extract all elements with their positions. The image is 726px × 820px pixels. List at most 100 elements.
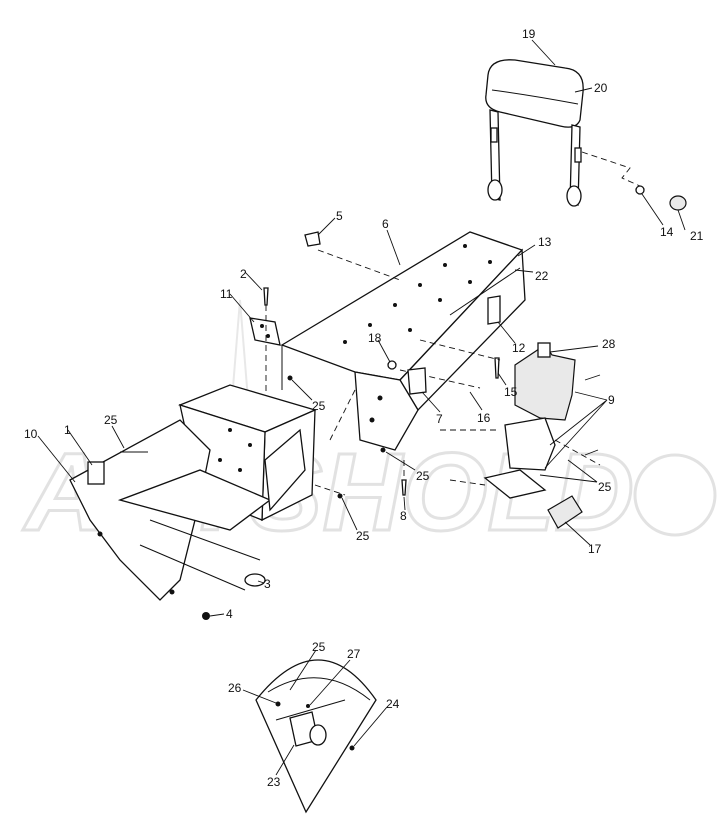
- hole: [377, 395, 383, 401]
- callout-25-f: 25: [312, 640, 326, 654]
- inset-nut-27: [306, 704, 310, 708]
- chassis-rail: [139, 544, 246, 591]
- frame-slot: [449, 267, 521, 316]
- callout-1: 1: [64, 423, 71, 437]
- callout-6: 6: [382, 217, 389, 231]
- bracket-11-plate: [249, 317, 281, 346]
- leader-26: [242, 689, 277, 704]
- fastener-25: [287, 375, 293, 381]
- leader-24: [353, 706, 388, 747]
- hole: [248, 443, 252, 447]
- chassis-stay: [264, 428, 306, 512]
- leader-22: [514, 269, 534, 273]
- fastener-9: [584, 449, 599, 456]
- leader-lines: [37, 39, 686, 776]
- grommet-3: [244, 573, 266, 587]
- callout-8: 8: [400, 509, 407, 523]
- lower-frame: [69, 384, 356, 620]
- hole: [260, 324, 264, 328]
- callout-21: 21: [690, 229, 704, 243]
- leader-5: [317, 217, 336, 236]
- frame-rail: [280, 231, 526, 451]
- hole: [266, 334, 270, 338]
- nut-18: [387, 360, 397, 370]
- bolt-8: [401, 479, 407, 496]
- footrest-plate: [483, 469, 547, 499]
- callout-25-d: 25: [104, 413, 118, 427]
- hole: [97, 531, 103, 537]
- inset-hole: [309, 724, 327, 746]
- callout-2: 2: [240, 267, 247, 281]
- callout-10: 10: [24, 427, 38, 441]
- callout-15: 15: [504, 385, 518, 399]
- backrest: [485, 59, 687, 211]
- hole: [218, 458, 222, 462]
- plate-28: [514, 342, 576, 421]
- hole: [418, 283, 422, 287]
- hole: [443, 263, 447, 267]
- backrest-left-slot: [490, 127, 498, 143]
- hole: [468, 280, 472, 284]
- callout-25-c: 25: [356, 529, 370, 543]
- leader-7: [421, 391, 441, 413]
- inset-nut-26: [275, 701, 281, 707]
- footrest-assembly: [440, 374, 601, 529]
- leader-18: [377, 339, 391, 363]
- callout-19: 19: [522, 27, 536, 41]
- plate-28-tab: [537, 342, 551, 358]
- callout-28: 28: [602, 337, 616, 351]
- inset-detail: [255, 659, 377, 814]
- callout-26: 26: [228, 681, 242, 695]
- hole: [393, 303, 397, 307]
- leader-8: [403, 496, 406, 511]
- frame-end-plate: [354, 371, 419, 451]
- leader-25f: [289, 649, 317, 691]
- backrest-pad: [485, 59, 584, 128]
- leader-12: [497, 321, 516, 344]
- callout-18: 18: [368, 331, 382, 345]
- leader-21: [677, 209, 686, 231]
- callout-13: 13: [538, 235, 552, 249]
- leader-10: [37, 435, 76, 483]
- leader-25e: [539, 459, 598, 483]
- fastener-9: [584, 374, 601, 381]
- leader-4: [209, 613, 225, 617]
- leader-19: [531, 39, 556, 66]
- clip-5-line: [317, 249, 401, 281]
- hole: [369, 417, 375, 423]
- hole: [238, 468, 242, 472]
- hole: [169, 589, 175, 595]
- fastener-25: [337, 493, 343, 499]
- callout-25-e: 25: [598, 480, 612, 494]
- fastener-25: [380, 447, 386, 453]
- leader-14: [641, 193, 664, 226]
- leader-1: [67, 429, 93, 466]
- leader-25d: [111, 425, 125, 449]
- leader-3: [257, 580, 265, 584]
- backrest-right-foot: [566, 185, 582, 207]
- callout-4: 4: [226, 607, 233, 621]
- leader-27: [309, 659, 351, 706]
- callout-9: 9: [608, 393, 615, 407]
- callout-16: 16: [477, 411, 491, 425]
- leader-25a: [291, 379, 313, 401]
- leader-13: [517, 244, 536, 257]
- inset-bolt-24: [349, 745, 355, 751]
- callout-14: 14: [660, 225, 674, 239]
- bracket-11: [249, 287, 281, 400]
- callout-labels: 19 20 21 14 5 6 13 22 2 11 12 18 15 16 7…: [24, 27, 704, 789]
- bracket-7: [407, 367, 427, 395]
- callout-17: 17: [588, 542, 602, 556]
- knob-21: [669, 195, 687, 211]
- callout-27: 27: [347, 647, 361, 661]
- leader-17: [564, 521, 591, 546]
- leader-11: [229, 293, 255, 323]
- hole: [438, 298, 442, 302]
- inset-rail: [275, 699, 346, 721]
- bracket-line: [419, 339, 501, 361]
- chassis-rail: [149, 519, 261, 561]
- watermark-spire-icon: [230, 299, 250, 401]
- callout-22: 22: [535, 269, 549, 283]
- washer-14: [635, 185, 645, 195]
- backrest-seam: [491, 89, 579, 105]
